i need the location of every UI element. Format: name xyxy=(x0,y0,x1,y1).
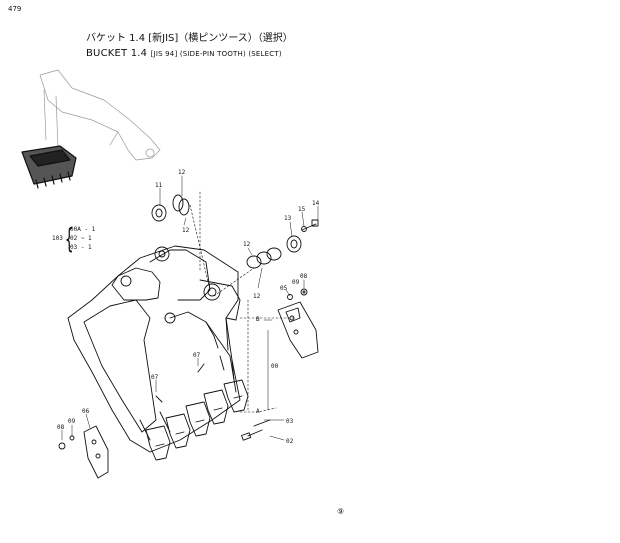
callout-09: 09 xyxy=(68,418,76,425)
callout-11: 11 xyxy=(155,182,163,189)
callout-12: 12 xyxy=(253,293,261,300)
callout-B: B xyxy=(256,316,260,323)
spec-row: 02 ~ 1 xyxy=(70,235,92,242)
title-english-sub: [JIS 94] (SIDE-PIN TOOTH) (SELECT) xyxy=(150,50,282,58)
bucket-teeth xyxy=(145,379,249,461)
callout-03: 03 xyxy=(286,418,294,425)
side-cutter-right xyxy=(277,301,319,359)
callout-13: 13 xyxy=(284,215,292,222)
page-number: 479 xyxy=(8,5,22,13)
callout-09: 09 xyxy=(292,279,300,286)
spec-label: 103 xyxy=(52,235,63,242)
bucket-body xyxy=(67,245,241,453)
pin-rings-right xyxy=(246,235,302,269)
callout-00: 00 xyxy=(271,363,279,370)
callout-12: 12 xyxy=(243,241,251,248)
callout-12: 12 xyxy=(178,169,186,176)
title-english-main: BUCKET 1.4 xyxy=(86,48,148,59)
bucket-thumbnail xyxy=(21,145,77,189)
callout-12: 12 xyxy=(182,227,190,234)
arm-outline xyxy=(39,69,161,161)
spec-row: 03 - 1 xyxy=(70,244,92,251)
spec-values: 00A - 1 02 ~ 1 03 - 1 xyxy=(70,227,95,254)
callout-08: 08 xyxy=(57,424,65,431)
callout-lines xyxy=(61,175,319,441)
callout-14: 14 xyxy=(312,200,320,207)
callout-A: A xyxy=(256,408,260,415)
title-english: BUCKET 1.4 [JIS 94] (SIDE-PIN TOOTH) (SE… xyxy=(86,49,282,59)
callout-07: 07 xyxy=(193,352,201,359)
callout-08: 08 xyxy=(300,273,308,280)
callout-02: 02 xyxy=(286,438,294,445)
callout-05: 05 xyxy=(280,285,288,292)
footer-mark: ⑨ xyxy=(337,507,344,516)
callout-15: 15 xyxy=(298,206,306,213)
callout-07: 07 xyxy=(151,374,159,381)
title-japanese: バケット 1.4 [新JIS]（横ピンツース）（選択） xyxy=(86,33,293,44)
leader-lines xyxy=(189,191,297,413)
spec-row: 00A - 1 xyxy=(70,226,96,233)
side-cutter-left xyxy=(83,425,109,479)
callout-06: 06 xyxy=(82,408,90,415)
bolts xyxy=(58,219,319,450)
pin-rings-left xyxy=(151,194,190,222)
spec-brace: { xyxy=(65,222,74,255)
